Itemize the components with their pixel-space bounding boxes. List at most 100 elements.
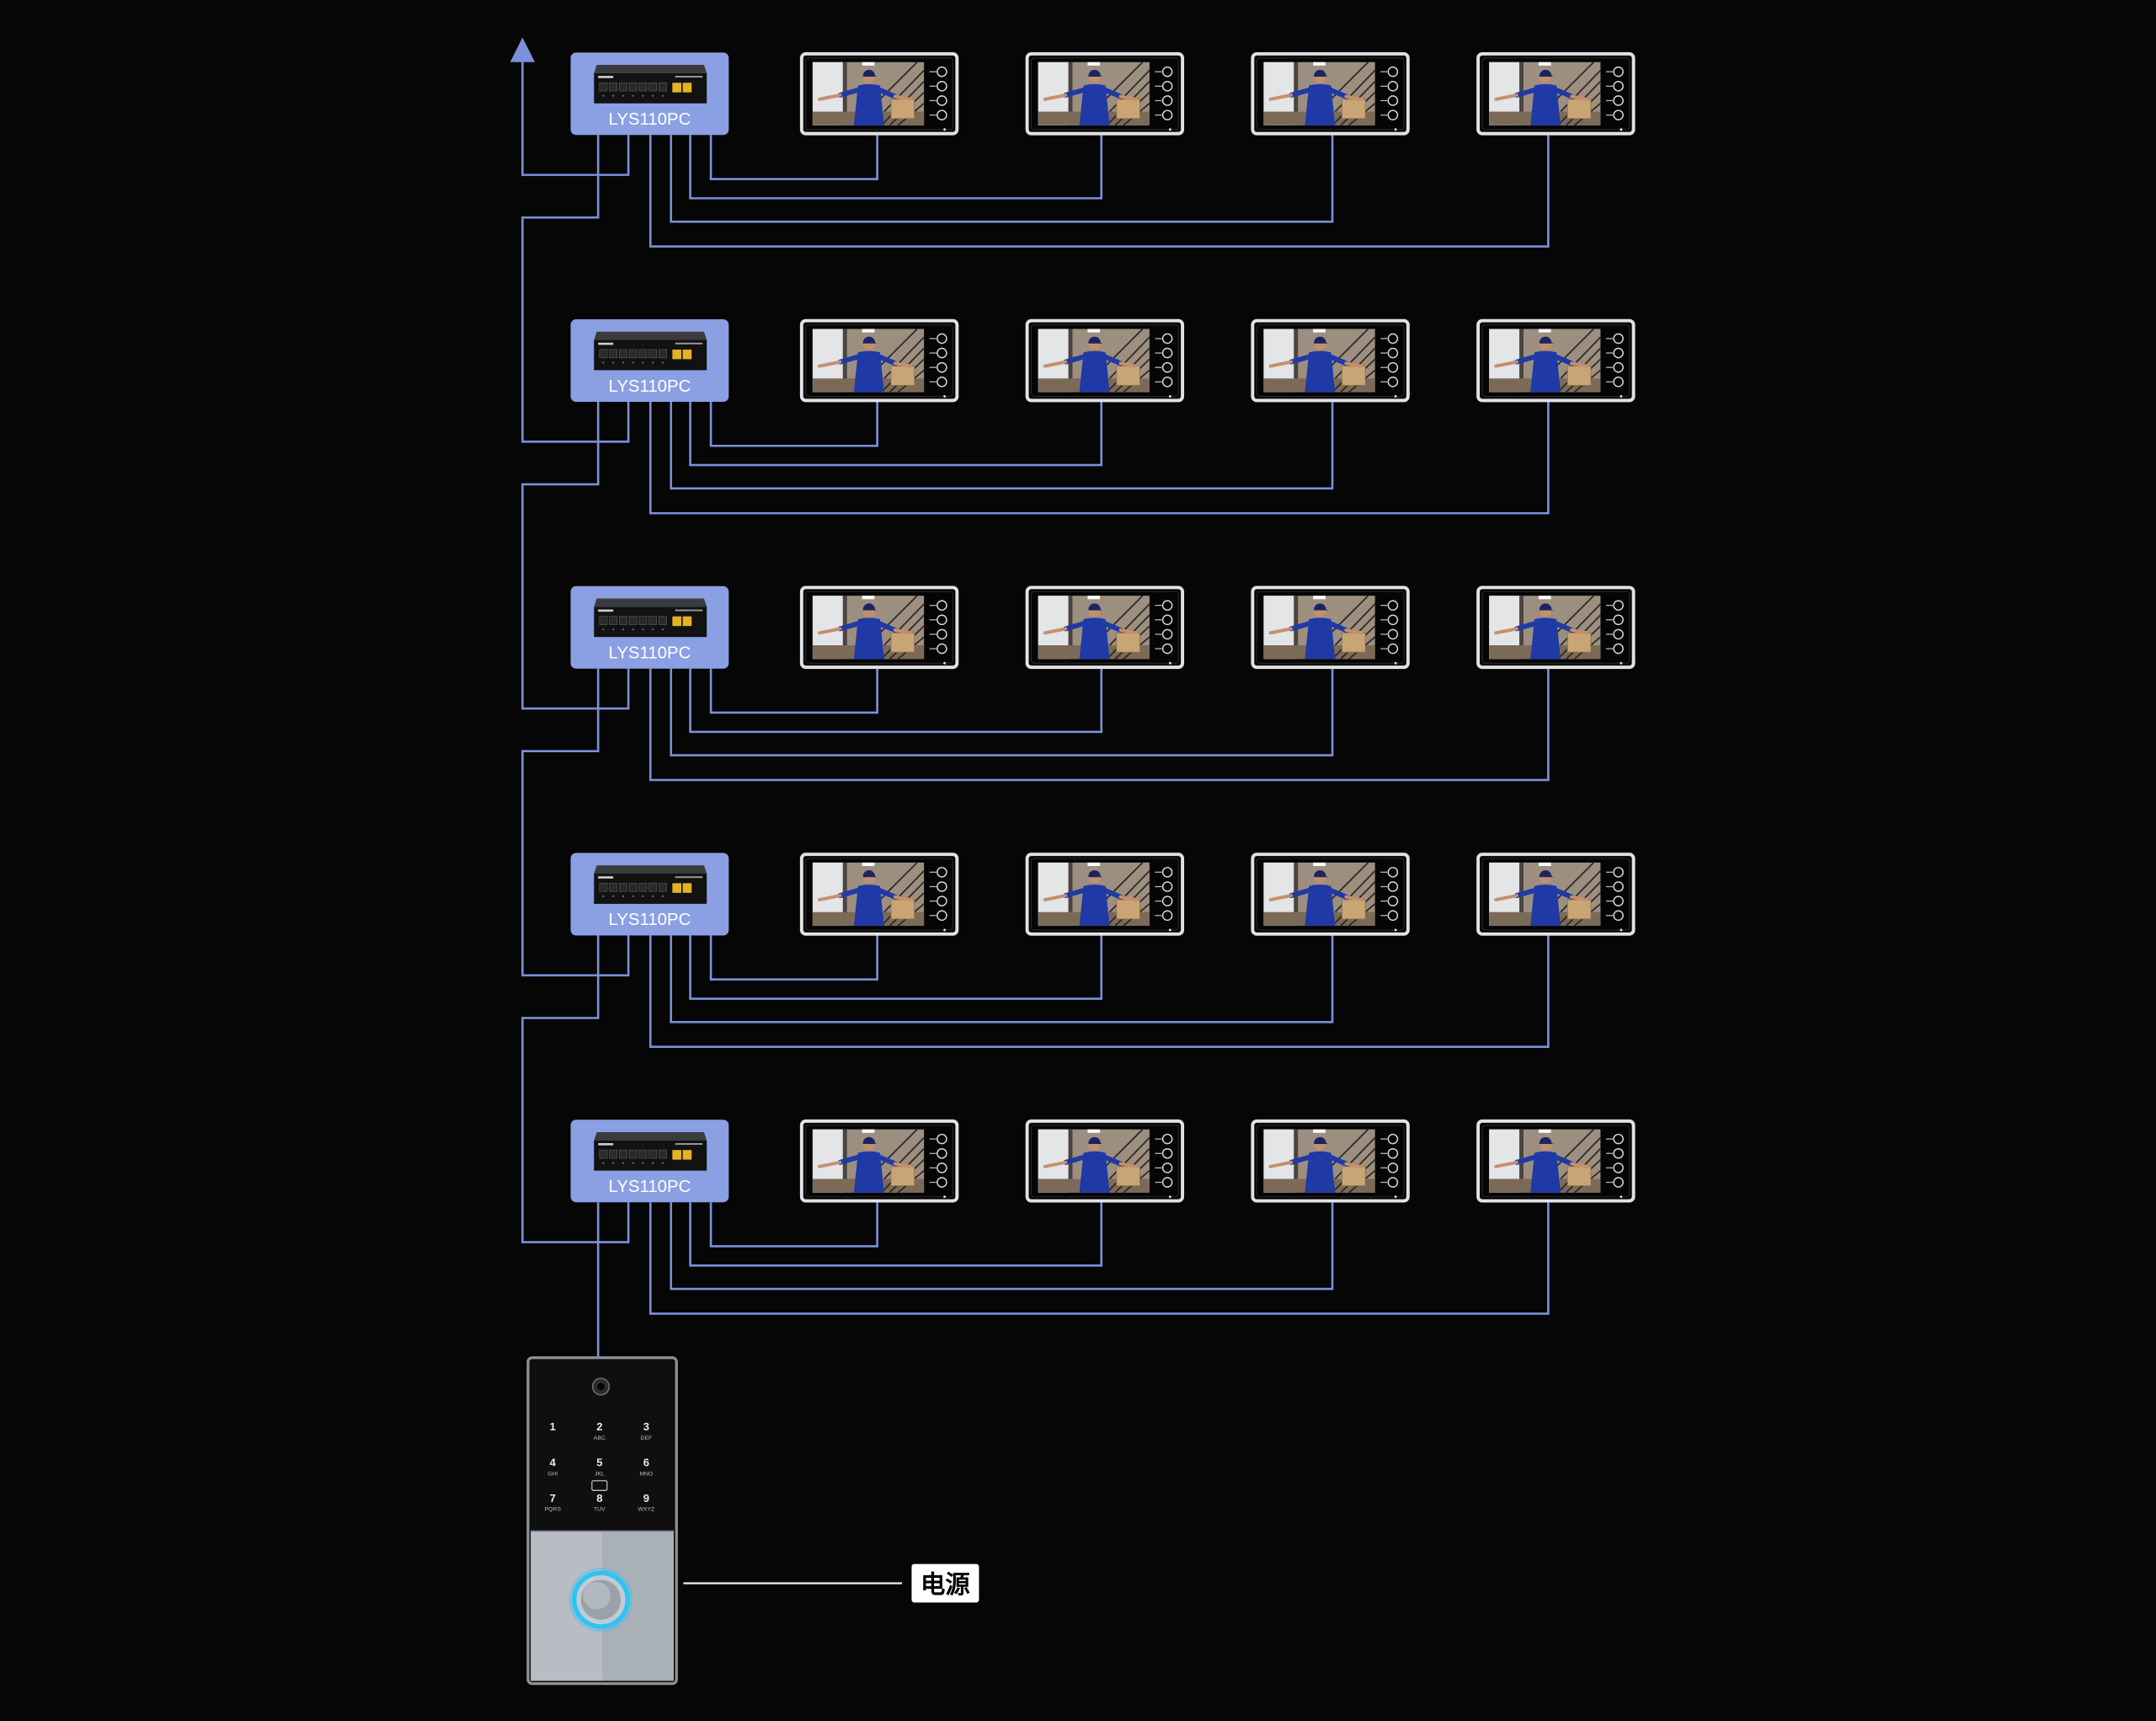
photo-ceiling-light	[862, 61, 875, 66]
row-1: LYS110PC	[570, 51, 1636, 136]
talk-icon	[1613, 881, 1624, 892]
monitor-icon	[1613, 1162, 1624, 1173]
monitor-icon	[1161, 628, 1173, 640]
photo-right-hand	[1344, 1162, 1364, 1168]
wire-monitor-1	[709, 1202, 878, 1248]
switch-model-mark	[675, 876, 703, 879]
switch-led	[622, 361, 625, 364]
photo-courier-cap	[1539, 870, 1554, 878]
menu-icon	[1613, 1177, 1624, 1188]
keypad-letters: MNO	[639, 1471, 653, 1477]
photo-parcel	[1116, 99, 1140, 120]
photo-right-hand	[893, 895, 912, 901]
switch-led	[652, 94, 654, 97]
switch-led	[642, 628, 644, 631]
wire-cascade	[521, 402, 630, 710]
menu-icon	[1387, 377, 1399, 387]
photo-left-sleeve	[1513, 887, 1539, 899]
switch-uplink-port	[672, 83, 681, 93]
photo-ceiling-light	[1538, 1129, 1551, 1133]
call-button-highlight	[583, 1581, 611, 1610]
unlock-icon	[1387, 333, 1399, 345]
switch-port	[659, 883, 667, 892]
photo-left-sleeve	[1513, 87, 1539, 98]
photo-courier-cap	[862, 603, 878, 611]
keypad-digit: 6	[643, 1456, 649, 1469]
talk-icon	[1387, 81, 1399, 92]
monitor-bezel	[805, 858, 953, 931]
switch-port	[609, 883, 618, 892]
photo-parcel	[1566, 1166, 1592, 1187]
photo-courier-shirt	[1079, 83, 1110, 126]
wire-uplink	[521, 61, 630, 176]
switch-top-face	[594, 65, 707, 73]
keypad-digit: 5	[596, 1456, 602, 1469]
monitor-bezel	[805, 591, 953, 664]
keypad-letters: PQRS	[545, 1507, 562, 1513]
wire-monitor-2	[689, 135, 1103, 200]
keypad-letters: DEF	[641, 1435, 653, 1441]
unlock-icon	[937, 600, 947, 611]
switch-port	[628, 1149, 638, 1159]
keypad-key: 1	[550, 1420, 556, 1433]
talk-icon	[1613, 81, 1624, 92]
photo-courier-shirt	[1305, 1151, 1336, 1193]
photo-courier-cap	[1088, 336, 1103, 344]
photo-ceiling-light	[1313, 1129, 1326, 1133]
monitor-indicator-dot	[1394, 1195, 1397, 1199]
switch-port	[599, 616, 608, 625]
photo-right-hand	[1118, 94, 1138, 101]
monitor-screen-image	[812, 61, 925, 126]
indoor-monitor	[1476, 852, 1636, 936]
monitor-indicator-dot	[1620, 395, 1623, 398]
photo-ceiling-light	[862, 329, 875, 333]
photo-courier-shirt	[1305, 885, 1336, 927]
switch-led	[622, 94, 625, 97]
photo-right-sleeve	[1102, 354, 1123, 366]
photo-right-sleeve	[876, 1154, 898, 1167]
photo-right-hand	[893, 361, 912, 368]
monitor-bezel	[1256, 858, 1405, 931]
unlock-icon	[1161, 867, 1173, 878]
indoor-monitor	[1251, 852, 1410, 936]
switch-device-image	[594, 331, 707, 371]
photo-courier-shirt	[1079, 885, 1110, 927]
switch-port	[599, 349, 608, 359]
switch-port	[638, 883, 648, 892]
monitor-icon	[1161, 1162, 1173, 1173]
switch-top-face	[594, 331, 707, 340]
monitor-icon	[1387, 361, 1399, 373]
row-3: LYS110PC	[570, 585, 1636, 670]
keypad-letters: WXYZ	[638, 1507, 654, 1513]
photo-ceiling-light	[862, 862, 875, 867]
wire-monitor-4	[648, 935, 1550, 1049]
switch-port	[609, 616, 618, 625]
photo-courier-shirt	[1305, 617, 1336, 660]
keypad-digit: 9	[643, 1492, 649, 1505]
photo-ceiling-light	[1087, 862, 1101, 867]
photo-right-hand	[1118, 361, 1138, 368]
keypad-letters: TUV	[594, 1507, 606, 1513]
camera-lens-center	[597, 1382, 605, 1391]
monitor-bezel	[1031, 591, 1179, 664]
photo-right-hand	[893, 628, 912, 635]
talk-icon	[1161, 614, 1173, 626]
switch-top-face	[594, 865, 707, 874]
indoor-monitor	[1025, 318, 1185, 403]
photo-courier-cap	[1314, 603, 1329, 611]
photo-left-hand	[1494, 93, 1518, 101]
unlock-icon	[1161, 1133, 1173, 1145]
poe-switch: LYS110PC	[570, 52, 729, 136]
photo-left-sleeve	[1513, 1154, 1539, 1165]
switch-led	[642, 94, 644, 97]
talk-icon	[1613, 347, 1624, 359]
monitor-bezel	[1481, 591, 1630, 664]
photo-left-sleeve	[1063, 87, 1088, 98]
switch-port	[628, 883, 638, 892]
switch-top-face	[594, 1131, 707, 1141]
keypad-letters: GHI	[547, 1471, 558, 1477]
